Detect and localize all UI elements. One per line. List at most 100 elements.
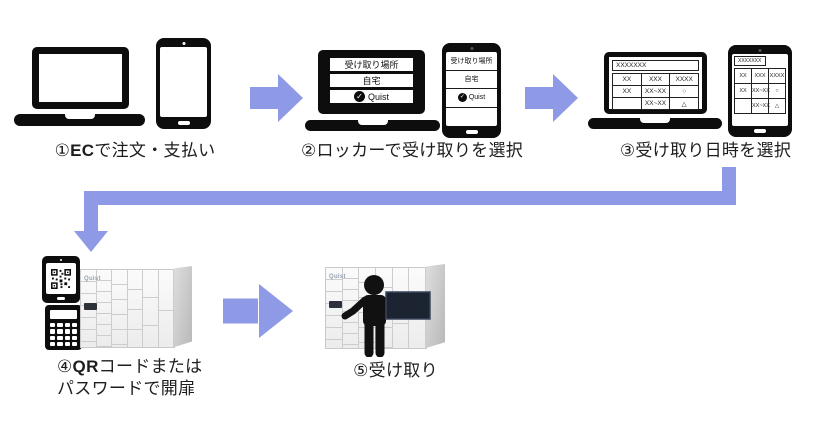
camera-dot xyxy=(470,47,473,50)
keypad-display xyxy=(50,310,77,319)
option-quist: ✓ Quist xyxy=(446,89,497,108)
cell xyxy=(734,98,752,114)
cell: XX xyxy=(612,73,642,86)
elbow-arrow-segment xyxy=(722,167,736,193)
step1-label-bold: EC xyxy=(70,141,95,160)
camera-dot xyxy=(182,42,185,45)
table-row: XX XXX XXXX xyxy=(734,68,786,84)
option-home: 自宅 xyxy=(446,71,497,89)
step5-label: ⑤受け取り xyxy=(353,361,438,380)
cell xyxy=(612,97,642,110)
check-icon: ✓ xyxy=(457,93,467,103)
phone-datetime-select: XXXXXXX XX XXX XXXX XX XX~XX ○ XX~XX △ xyxy=(728,45,792,137)
table-row: XX~XX △ xyxy=(734,98,786,114)
table-row: XX XX~XX ○ xyxy=(734,83,786,99)
laptop-base xyxy=(14,114,145,126)
camera-dot xyxy=(758,49,762,52)
schedule-table-header: XXXXXXX xyxy=(612,60,699,71)
arrow-right-3 xyxy=(223,283,293,338)
step4-label-bold: QR xyxy=(72,357,99,376)
camera-dot xyxy=(60,259,62,261)
check-icon: ✓ xyxy=(353,91,365,102)
phone-locker-select: 受け取り場所 自宅 ✓ Quist xyxy=(442,43,501,138)
qr-code-icon xyxy=(51,268,71,289)
locker-brand-logo: Quist xyxy=(329,274,346,280)
arrow-head xyxy=(553,74,578,122)
cell: XX xyxy=(734,68,752,84)
locker-side-panel xyxy=(174,266,192,348)
locker-control-panel xyxy=(329,301,342,308)
empty-row xyxy=(446,108,497,127)
cell: XX~XX xyxy=(751,98,770,114)
keypad-keys xyxy=(50,323,77,346)
home-button xyxy=(465,130,478,134)
cell: XX xyxy=(612,85,642,98)
laptop-notch xyxy=(357,120,388,125)
cell-limited: △ xyxy=(768,98,786,114)
cell: XX~XX xyxy=(640,97,671,110)
step4-number: ④ xyxy=(57,357,73,376)
arrow-shaft xyxy=(250,87,279,109)
option-quist-label: Quist xyxy=(468,94,486,102)
package-box xyxy=(385,291,431,320)
cell: XXXX xyxy=(768,68,786,84)
step1-label-rest: で注文・支払い xyxy=(94,141,216,160)
arrow-right-1 xyxy=(250,74,303,122)
schedule-table-header: XXXXXXX xyxy=(734,56,767,66)
table-row: XX XXX XXXX xyxy=(612,73,699,86)
arrow-head xyxy=(259,283,293,338)
cell-limited: △ xyxy=(669,97,699,110)
option-quist-label: Quist xyxy=(367,91,389,102)
locker-doors: Quist xyxy=(80,269,176,348)
arrow-right-2 xyxy=(525,74,578,122)
step2-label: ②ロッカーで受け取りを選択 xyxy=(300,141,524,160)
locker-control-panel xyxy=(84,303,97,310)
laptop-base xyxy=(588,118,722,129)
cell-available: ○ xyxy=(768,83,786,99)
cell: XX~XX xyxy=(640,85,671,98)
tablet-screen xyxy=(160,47,207,117)
phone-screen: XXXXXXX XX XXX XXXX XX XX~XX ○ XX~XX △ xyxy=(732,54,788,126)
elbow-arrow-segment xyxy=(84,205,98,232)
step1-label: ①ECで注文・支払い xyxy=(30,136,240,161)
tablet-icon xyxy=(156,38,211,129)
person-icon xyxy=(341,275,431,357)
option-home: 自宅 xyxy=(330,74,413,87)
home-button xyxy=(754,129,766,133)
arrow-head xyxy=(278,74,303,122)
arrow-shaft xyxy=(223,298,258,323)
step4-label: ④QRコードまたは パスワードで開扉 xyxy=(57,356,227,400)
cell-available: ○ xyxy=(669,85,699,98)
pickup-place-title: 受け取り場所 xyxy=(446,52,497,71)
cell: XXX xyxy=(751,68,769,84)
laptop-notch xyxy=(640,118,670,123)
elbow-arrow-head xyxy=(74,231,108,252)
cell: XX xyxy=(734,83,752,99)
arrow-shaft xyxy=(525,87,554,109)
cell: XXXX xyxy=(669,73,699,86)
cell: XXX xyxy=(640,73,671,86)
locker-cabinet: Quist xyxy=(80,266,192,348)
option-quist: ✓ Quist xyxy=(330,90,413,103)
password-keypad-icon xyxy=(45,305,82,350)
qr-code-phone-icon xyxy=(42,256,80,303)
schedule-table: XX XXX XXXX XX XX~XX ○ XX~XX △ xyxy=(612,73,699,110)
qr-screen xyxy=(46,263,76,294)
pickup-place-title: 受け取り場所 xyxy=(330,58,413,71)
home-button xyxy=(57,297,65,300)
cell: XX~XX xyxy=(751,83,770,99)
schedule-table: XX XXX XXXX XX XX~XX ○ XX~XX △ xyxy=(734,68,786,114)
laptop-datetime-select: XXXXXXX XX XXX XXXX XX XX~XX ○ XX~XX △ xyxy=(604,52,707,114)
locker-side-panel xyxy=(425,264,445,349)
table-row: XX XX~XX ○ xyxy=(612,85,699,98)
table-row: XX~XX △ xyxy=(612,97,699,110)
laptop-icon xyxy=(32,47,129,109)
step1-number: ① xyxy=(54,141,71,160)
phone-screen: 受け取り場所 自宅 ✓ Quist xyxy=(446,52,497,126)
step3-label: ③受け取り日時を選択 xyxy=(619,141,792,160)
elbow-arrow-segment xyxy=(84,191,736,205)
laptop-base xyxy=(305,120,440,131)
home-button xyxy=(177,121,190,125)
locker-brand-logo: Quist xyxy=(84,276,101,282)
